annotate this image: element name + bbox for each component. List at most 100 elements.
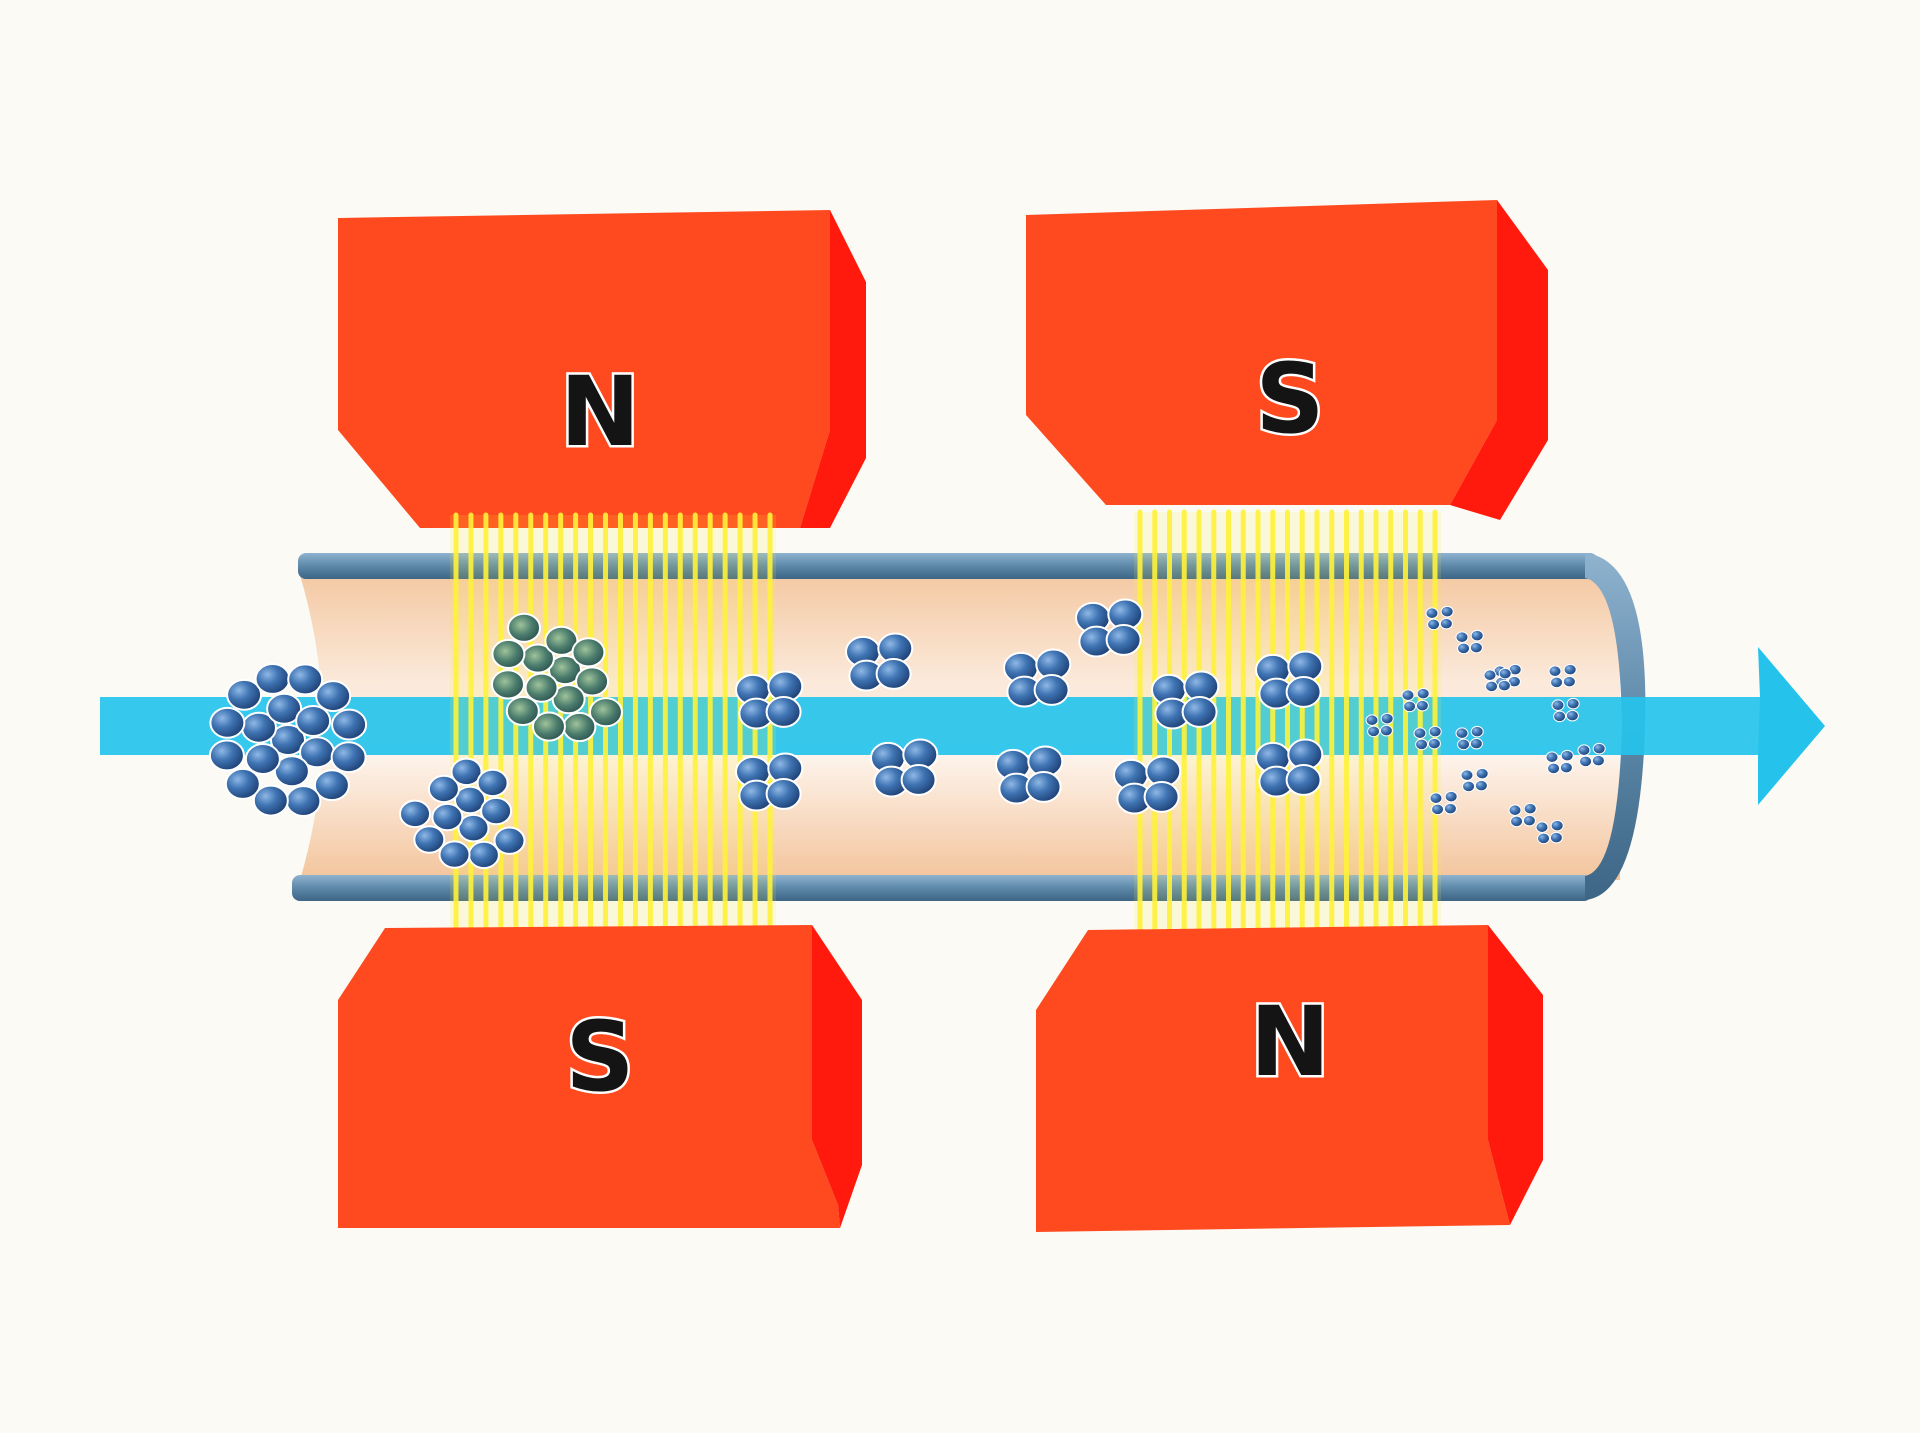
particle [1455, 727, 1469, 739]
magnet-2-bottom: N [1036, 925, 1543, 1232]
particle-cluster [490, 612, 623, 743]
particle [252, 784, 289, 817]
particle [544, 625, 579, 656]
particle [1425, 607, 1439, 619]
particle [1105, 623, 1142, 656]
particle [1401, 689, 1415, 701]
magnet-face [1026, 200, 1497, 505]
particle [1591, 754, 1605, 767]
particle [1444, 790, 1458, 803]
particle [1475, 767, 1489, 780]
particle [765, 777, 802, 810]
particle [1535, 821, 1549, 833]
particle-cluster [1401, 687, 1430, 713]
particle-cluster [735, 670, 804, 730]
particle [490, 669, 525, 700]
particle-cluster [995, 745, 1064, 805]
particle-cluster [1455, 725, 1484, 751]
magnet-side [800, 210, 866, 528]
particle [1427, 737, 1441, 750]
particle-cluster [845, 632, 914, 692]
particle [427, 774, 460, 804]
particle [270, 724, 306, 756]
particle [1577, 744, 1591, 756]
particle [224, 767, 261, 800]
particle [1469, 737, 1483, 750]
particle-clusters [208, 598, 1606, 870]
particle [467, 840, 500, 870]
magnet-face [338, 210, 830, 528]
particle [1508, 804, 1522, 816]
particle [1522, 814, 1536, 827]
magnet-2-top: S [1026, 200, 1548, 520]
particle [507, 612, 542, 643]
particle [244, 743, 281, 775]
particle [1457, 642, 1471, 655]
magnet-1-top: N [338, 210, 866, 528]
particle [1455, 631, 1469, 643]
particle [1181, 695, 1218, 728]
pole-label: S [565, 1001, 634, 1113]
particle [1413, 727, 1427, 739]
particle [1550, 676, 1564, 689]
particle-cluster [1483, 667, 1512, 693]
particle [480, 796, 513, 826]
particle [1553, 710, 1567, 723]
particle [1560, 749, 1574, 762]
particle-cluster [1460, 767, 1489, 793]
particle [524, 672, 559, 703]
particle [1579, 755, 1593, 768]
particle [431, 802, 464, 832]
particle-cluster [1113, 755, 1182, 815]
particle [1562, 675, 1576, 688]
field-line-coil-2 [1134, 509, 1441, 941]
particle [476, 768, 509, 798]
particle-cluster [1075, 598, 1144, 658]
particle-cluster [1577, 742, 1606, 768]
particle [1460, 769, 1474, 781]
pipe-end-rim [1585, 553, 1646, 900]
particle [1440, 605, 1454, 618]
magnet-face [1036, 925, 1510, 1232]
particle-cluster [1508, 802, 1537, 828]
particle [875, 657, 912, 690]
particle [588, 697, 623, 728]
particle [1510, 815, 1524, 828]
particle [1367, 725, 1381, 738]
particle [575, 666, 610, 697]
particle [1462, 780, 1476, 793]
particle [1470, 725, 1484, 738]
pole-label: N [560, 356, 640, 468]
particle-cluster [1551, 697, 1580, 723]
magnet-1-bottom: S [338, 925, 862, 1228]
pipe-bottom-wall [292, 875, 1592, 901]
magnet-face [338, 925, 840, 1228]
particle [1497, 679, 1511, 692]
particle [208, 739, 245, 772]
particle [266, 692, 303, 725]
particle [273, 755, 310, 788]
particle [491, 638, 526, 670]
particle-cluster [1535, 819, 1564, 845]
particle-cluster [1003, 648, 1072, 708]
particle [1431, 803, 1445, 816]
particle [900, 763, 937, 796]
particle-cluster [735, 752, 804, 812]
particle [313, 769, 350, 802]
particle [438, 840, 471, 869]
particle [1429, 792, 1443, 804]
particle [1592, 742, 1606, 755]
particle [1523, 802, 1537, 815]
particle [562, 711, 597, 743]
particle-cluster [1548, 663, 1577, 689]
particle [1380, 712, 1394, 725]
particle [254, 662, 291, 695]
particle [1379, 724, 1393, 737]
particle [295, 705, 332, 737]
particle-cluster [399, 757, 526, 870]
particle [1566, 697, 1580, 710]
particle-cluster [1255, 738, 1324, 798]
particle [1547, 762, 1561, 775]
particle-cluster [1413, 725, 1442, 751]
